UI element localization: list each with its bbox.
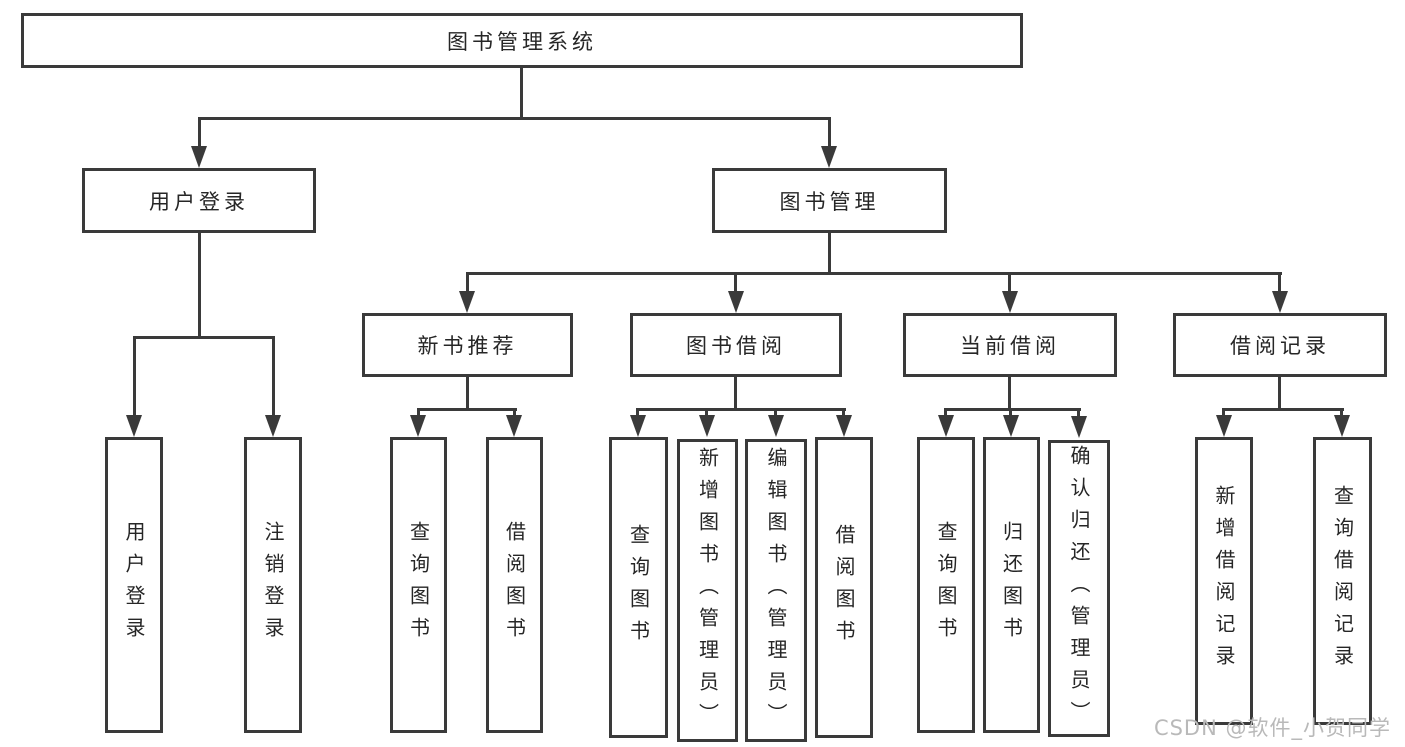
connector-drop-nb-query — [417, 408, 420, 417]
node-current-borrow: 当前借阅 — [903, 313, 1117, 377]
node-user-login-label: 用户登录 — [149, 189, 249, 214]
node-book-management: 图书管理 — [712, 168, 947, 233]
connector-user-login-stem — [198, 233, 201, 336]
connector-drop-bb-edit — [774, 408, 777, 417]
connector-drop-cb-return — [1009, 408, 1012, 417]
node-current-borrow-label: 当前借阅 — [960, 334, 1060, 358]
node-leaf-cb-confirm-return-admin: 确认归还（管理员） — [1048, 440, 1110, 737]
node-user-login: 用户登录 — [82, 168, 316, 233]
node-leaf-bb-query-books-label: 查询图书 — [626, 523, 651, 652]
node-leaf-bb-borrow-books-label: 借阅图书 — [832, 523, 856, 652]
node-leaf-bb-query-books: 查询图书 — [609, 437, 668, 738]
connector-drop-new-book — [466, 272, 469, 292]
node-leaf-br-query-record: 查询借阅记录 — [1313, 437, 1372, 725]
node-leaf-nb-query-books: 查询图书 — [390, 437, 447, 733]
connector-borrow-records-stem — [1278, 377, 1281, 408]
node-leaf-bb-add-books-admin-label: 新增图书（管理员） — [695, 446, 720, 735]
node-leaf-bb-edit-books-admin-label: 编辑图书（管理员） — [764, 446, 788, 735]
connector-user-login-bus — [133, 336, 275, 339]
arrowhead-bb-add — [699, 415, 715, 437]
arrowhead-cb-confirm — [1071, 416, 1087, 438]
connector-root-stem — [520, 68, 523, 117]
arrowhead-leaf-logout — [265, 415, 281, 437]
node-leaf-logout: 注销登录 — [244, 437, 302, 733]
node-borrow-records: 借阅记录 — [1173, 313, 1387, 377]
arrowhead-book-borrow — [728, 291, 744, 313]
node-leaf-bb-edit-books-admin: 编辑图书（管理员） — [745, 439, 807, 742]
node-borrow-records-label: 借阅记录 — [1230, 334, 1330, 358]
connector-drop-bb-borrow — [842, 408, 845, 417]
connector-drop-cb-query — [944, 408, 947, 417]
node-leaf-bb-borrow-books: 借阅图书 — [815, 437, 873, 738]
connector-drop-cb-confirm — [1077, 408, 1080, 417]
connector-drop-br-query — [1340, 408, 1343, 417]
arrowhead-book-management — [821, 146, 837, 168]
arrowhead-borrow-records — [1272, 291, 1288, 313]
arrowhead-cb-query — [938, 415, 954, 437]
node-new-book-recommend: 新书推荐 — [362, 313, 573, 377]
connector-drop-user-login — [198, 117, 201, 147]
connector-drop-leaf-login — [133, 336, 136, 416]
connector-drop-bb-add — [705, 408, 708, 417]
node-leaf-user-login-label: 用户登录 — [122, 521, 146, 649]
arrowhead-current-borrow — [1002, 291, 1018, 313]
connector-current-borrow-stem — [1008, 377, 1011, 408]
connector-drop-current-borrow — [1008, 272, 1011, 292]
connector-book-management-stem — [828, 233, 831, 272]
arrowhead-bb-edit — [768, 415, 784, 437]
arrowhead-nb-query — [410, 415, 426, 437]
connector-current-borrow-bus — [945, 408, 1081, 411]
arrowhead-nb-borrow — [506, 415, 522, 437]
node-leaf-nb-query-books-label: 查询图书 — [406, 521, 431, 649]
connector-root-bus — [198, 117, 831, 120]
node-leaf-cb-return-books-label: 归还图书 — [999, 521, 1024, 649]
node-leaf-br-query-record-label: 查询借阅记录 — [1330, 485, 1355, 677]
node-leaf-bb-add-books-admin: 新增图书（管理员） — [677, 439, 738, 742]
node-book-borrow-label: 图书借阅 — [686, 334, 786, 358]
node-book-management-label: 图书管理 — [779, 189, 880, 214]
node-leaf-cb-return-books: 归还图书 — [983, 437, 1040, 733]
connector-drop-nb-borrow — [513, 408, 516, 417]
connector-drop-br-add — [1222, 408, 1225, 417]
node-leaf-cb-query-books: 查询图书 — [917, 437, 975, 733]
connector-borrow-records-bus — [1223, 408, 1344, 411]
connector-drop-bb-query — [636, 408, 639, 417]
node-new-book-recommend-label: 新书推荐 — [417, 334, 518, 358]
connector-new-book-bus — [417, 408, 517, 411]
csdn-watermark: CSDN @软件_小贺同学 — [1153, 716, 1391, 740]
connector-new-book-stem — [466, 377, 469, 408]
node-root: 图书管理系统 — [21, 13, 1023, 68]
connector-drop-book-management — [828, 117, 831, 147]
arrowhead-leaf-login — [126, 415, 142, 437]
node-book-borrow: 图书借阅 — [630, 313, 842, 377]
connector-drop-borrow-records — [1278, 272, 1281, 292]
node-leaf-br-add-record-label: 新增借阅记录 — [1212, 485, 1236, 677]
connector-book-borrow-bus — [637, 408, 846, 411]
node-leaf-nb-borrow-books: 借阅图书 — [486, 437, 543, 733]
arrowhead-new-book — [459, 291, 475, 313]
node-leaf-cb-confirm-return-admin-label: 确认归还（管理员） — [1067, 444, 1091, 733]
arrowhead-br-add — [1216, 415, 1232, 437]
node-leaf-cb-query-books-label: 查询图书 — [934, 521, 958, 649]
connector-book-borrow-stem — [734, 377, 737, 408]
node-leaf-nb-borrow-books-label: 借阅图书 — [502, 521, 527, 649]
connector-drop-leaf-logout — [272, 336, 275, 416]
arrowhead-br-query — [1334, 415, 1350, 437]
node-leaf-logout-label: 注销登录 — [261, 521, 285, 649]
node-leaf-user-login: 用户登录 — [105, 437, 163, 733]
arrowhead-bb-borrow — [836, 415, 852, 437]
arrowhead-cb-return — [1003, 415, 1019, 437]
connector-drop-book-borrow — [734, 272, 737, 292]
arrowhead-bb-query — [630, 415, 646, 437]
arrowhead-user-login — [191, 146, 207, 168]
node-root-label: 图书管理系统 — [447, 29, 597, 54]
connector-book-management-bus — [466, 272, 1282, 275]
node-leaf-br-add-record: 新增借阅记录 — [1195, 437, 1253, 725]
